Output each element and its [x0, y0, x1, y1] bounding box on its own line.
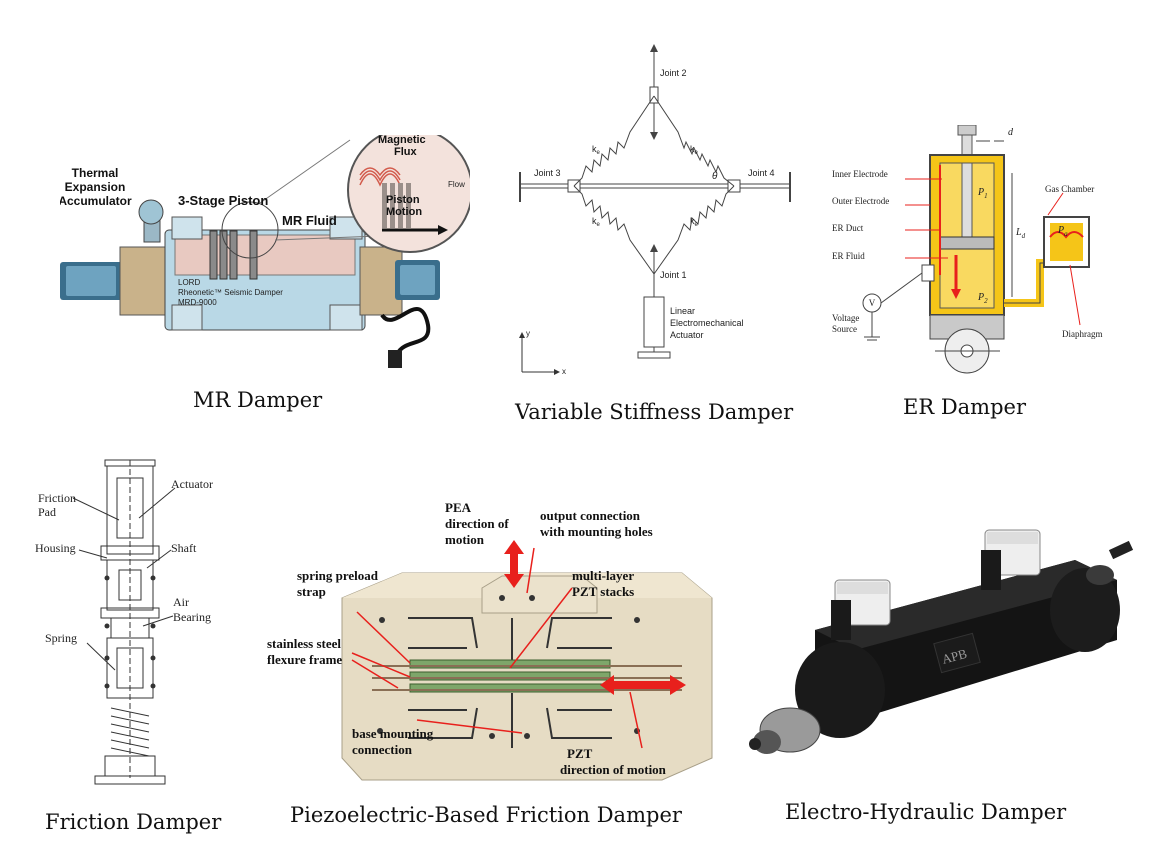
er-duct-label: ER Duct [832, 223, 864, 233]
caption-eh-damper: Electro-Hydraulic Damper [785, 800, 1067, 824]
piezo-frame-label-1: stainless steel [267, 636, 341, 651]
er-p2-label: P2 [977, 292, 988, 305]
piezo-pea-label-3: motion [445, 532, 485, 547]
mr-fluid-label: MR Fluid [282, 213, 337, 228]
piezo-pzt-dir-label-2: direction of motion [560, 762, 667, 777]
vs-joint3-label: Joint 3 [534, 168, 561, 178]
er-diaphragm-label: Diaphragm [1062, 329, 1103, 339]
mr-thermal-label-3: Accumulator [60, 194, 132, 208]
mr-piston-label: 3-Stage Piston [178, 193, 268, 208]
friction-actuator-label: Actuator [171, 477, 213, 491]
piezo-damper-illustration: PEA direction of motion output connectio… [267, 500, 713, 781]
vs-joint2-label: Joint 2 [660, 68, 687, 78]
mr-thermal-label-2: Expansion [65, 180, 126, 194]
mr-damper-panel: Thermal Expansion Accumulator 3-Stage Pi… [58, 127, 473, 375]
er-pa-label: Pa [1057, 225, 1068, 238]
caption-er-damper: ER Damper [903, 395, 1026, 419]
vs-spring-label-tl: ke [592, 144, 601, 156]
er-voltage-label-2: Source [832, 324, 857, 334]
piezo-base-label-1: base mounting [352, 726, 434, 741]
mr-damper-illustration: Thermal Expansion Accumulator 3-Stage Pi… [58, 127, 473, 368]
mr-flow-label: Flow [448, 180, 465, 189]
piezo-base-label-2: connection [352, 742, 413, 757]
vs-theta-label: θ [712, 171, 718, 182]
mr-brand-1: LORD [178, 278, 200, 287]
piezo-pea-label-2: direction of [445, 516, 509, 531]
friction-air-label-1: Air [173, 595, 189, 609]
vs-actuator-label-2: Electromechanical [670, 318, 744, 328]
er-d-label: d [1008, 127, 1014, 138]
friction-shaft-label: Shaft [171, 541, 197, 555]
vs-joint4-label: Joint 4 [748, 168, 775, 178]
vs-joint1-label: Joint 1 [660, 270, 687, 280]
vs-actuator-label-3: Actuator [670, 330, 704, 340]
er-gas-chamber-label: Gas Chamber [1045, 184, 1094, 194]
friction-air-label-2: Bearing [173, 610, 211, 624]
er-voltage-label-1: Voltage [832, 313, 859, 323]
mr-motion-label-2: Motion [386, 206, 422, 218]
piezo-frame-label-2: flexure frame [267, 652, 342, 667]
caption-friction-damper: Friction Damper [45, 810, 222, 834]
eh-damper-panel: APB [745, 520, 1135, 760]
er-ld-label: Ld [1015, 227, 1026, 240]
piezo-damper-panel: PEA direction of motion output connectio… [262, 488, 732, 788]
caption-mr-damper: MR Damper [193, 388, 323, 412]
er-damper-panel: Inner Electrode Outer Electrode ER Duct … [830, 124, 1130, 385]
mr-flux-label-2: Flux [394, 146, 417, 158]
vs-spring-label-tr: ke [690, 144, 699, 156]
piezo-pzt-stacks-label-2: PZT stacks [572, 584, 634, 599]
er-damper-diagram: Inner Electrode Outer Electrode ER Duct … [832, 124, 1103, 374]
caption-piezo-damper: Piezoelectric-Based Friction Damper [290, 803, 682, 827]
eh-damper-photo: APB [749, 529, 1134, 754]
piezo-output-label-2: with mounting holes [540, 524, 653, 539]
piezo-spring-label-2: strap [297, 584, 326, 599]
friction-pad-label-1: Friction [38, 491, 76, 505]
friction-pad-label-2: Pad [38, 505, 56, 519]
friction-damper-drawing: Friction Pad Actuator Housing Shaft Air … [35, 459, 213, 785]
mr-brand-2: Rheonetic™ Seismic Damper [178, 288, 283, 297]
er-p1-label: P1 [977, 187, 988, 200]
piezo-pzt-dir-label-1: PZT [567, 746, 593, 761]
er-v-symbol: V [869, 298, 876, 308]
piezo-output-label-1: output connection [540, 508, 641, 523]
mr-flux-label-1: Magnetic [378, 135, 426, 146]
vs-axis-x: x [562, 367, 566, 376]
mr-motion-label-1: Piston [386, 194, 420, 206]
er-fluid-label: ER Fluid [832, 251, 865, 261]
piezo-pzt-stacks-label-1: multi-layer [572, 568, 634, 583]
vs-damper-diagram: Joint 2 Joint 3 Joint 4 Joint 1 ke ke ke… [519, 44, 791, 376]
vs-spring-label-br: ke [690, 216, 699, 228]
mr-brand-3: MRD-9000 [178, 298, 217, 307]
er-inner-electrode-label: Inner Electrode [832, 169, 888, 179]
caption-vs-damper: Variable Stiffness Damper [515, 400, 794, 424]
friction-damper-panel: Friction Pad Actuator Housing Shaft Air … [35, 458, 235, 803]
vs-spring-label-bl: ke [592, 216, 601, 228]
er-outer-electrode-label: Outer Electrode [832, 196, 889, 206]
vs-damper-panel: Joint 2 Joint 3 Joint 4 Joint 1 ke ke ke… [512, 42, 802, 377]
mr-thermal-label-1: Thermal [72, 166, 119, 180]
eh-brand-label: APB [940, 646, 969, 667]
piezo-pea-label-1: PEA [445, 500, 472, 515]
vs-axis-y: y [526, 329, 530, 338]
friction-housing-label: Housing [35, 541, 76, 555]
friction-spring-label: Spring [45, 631, 77, 645]
piezo-spring-label-1: spring preload [297, 568, 379, 583]
vs-actuator-label-1: Linear [670, 306, 695, 316]
